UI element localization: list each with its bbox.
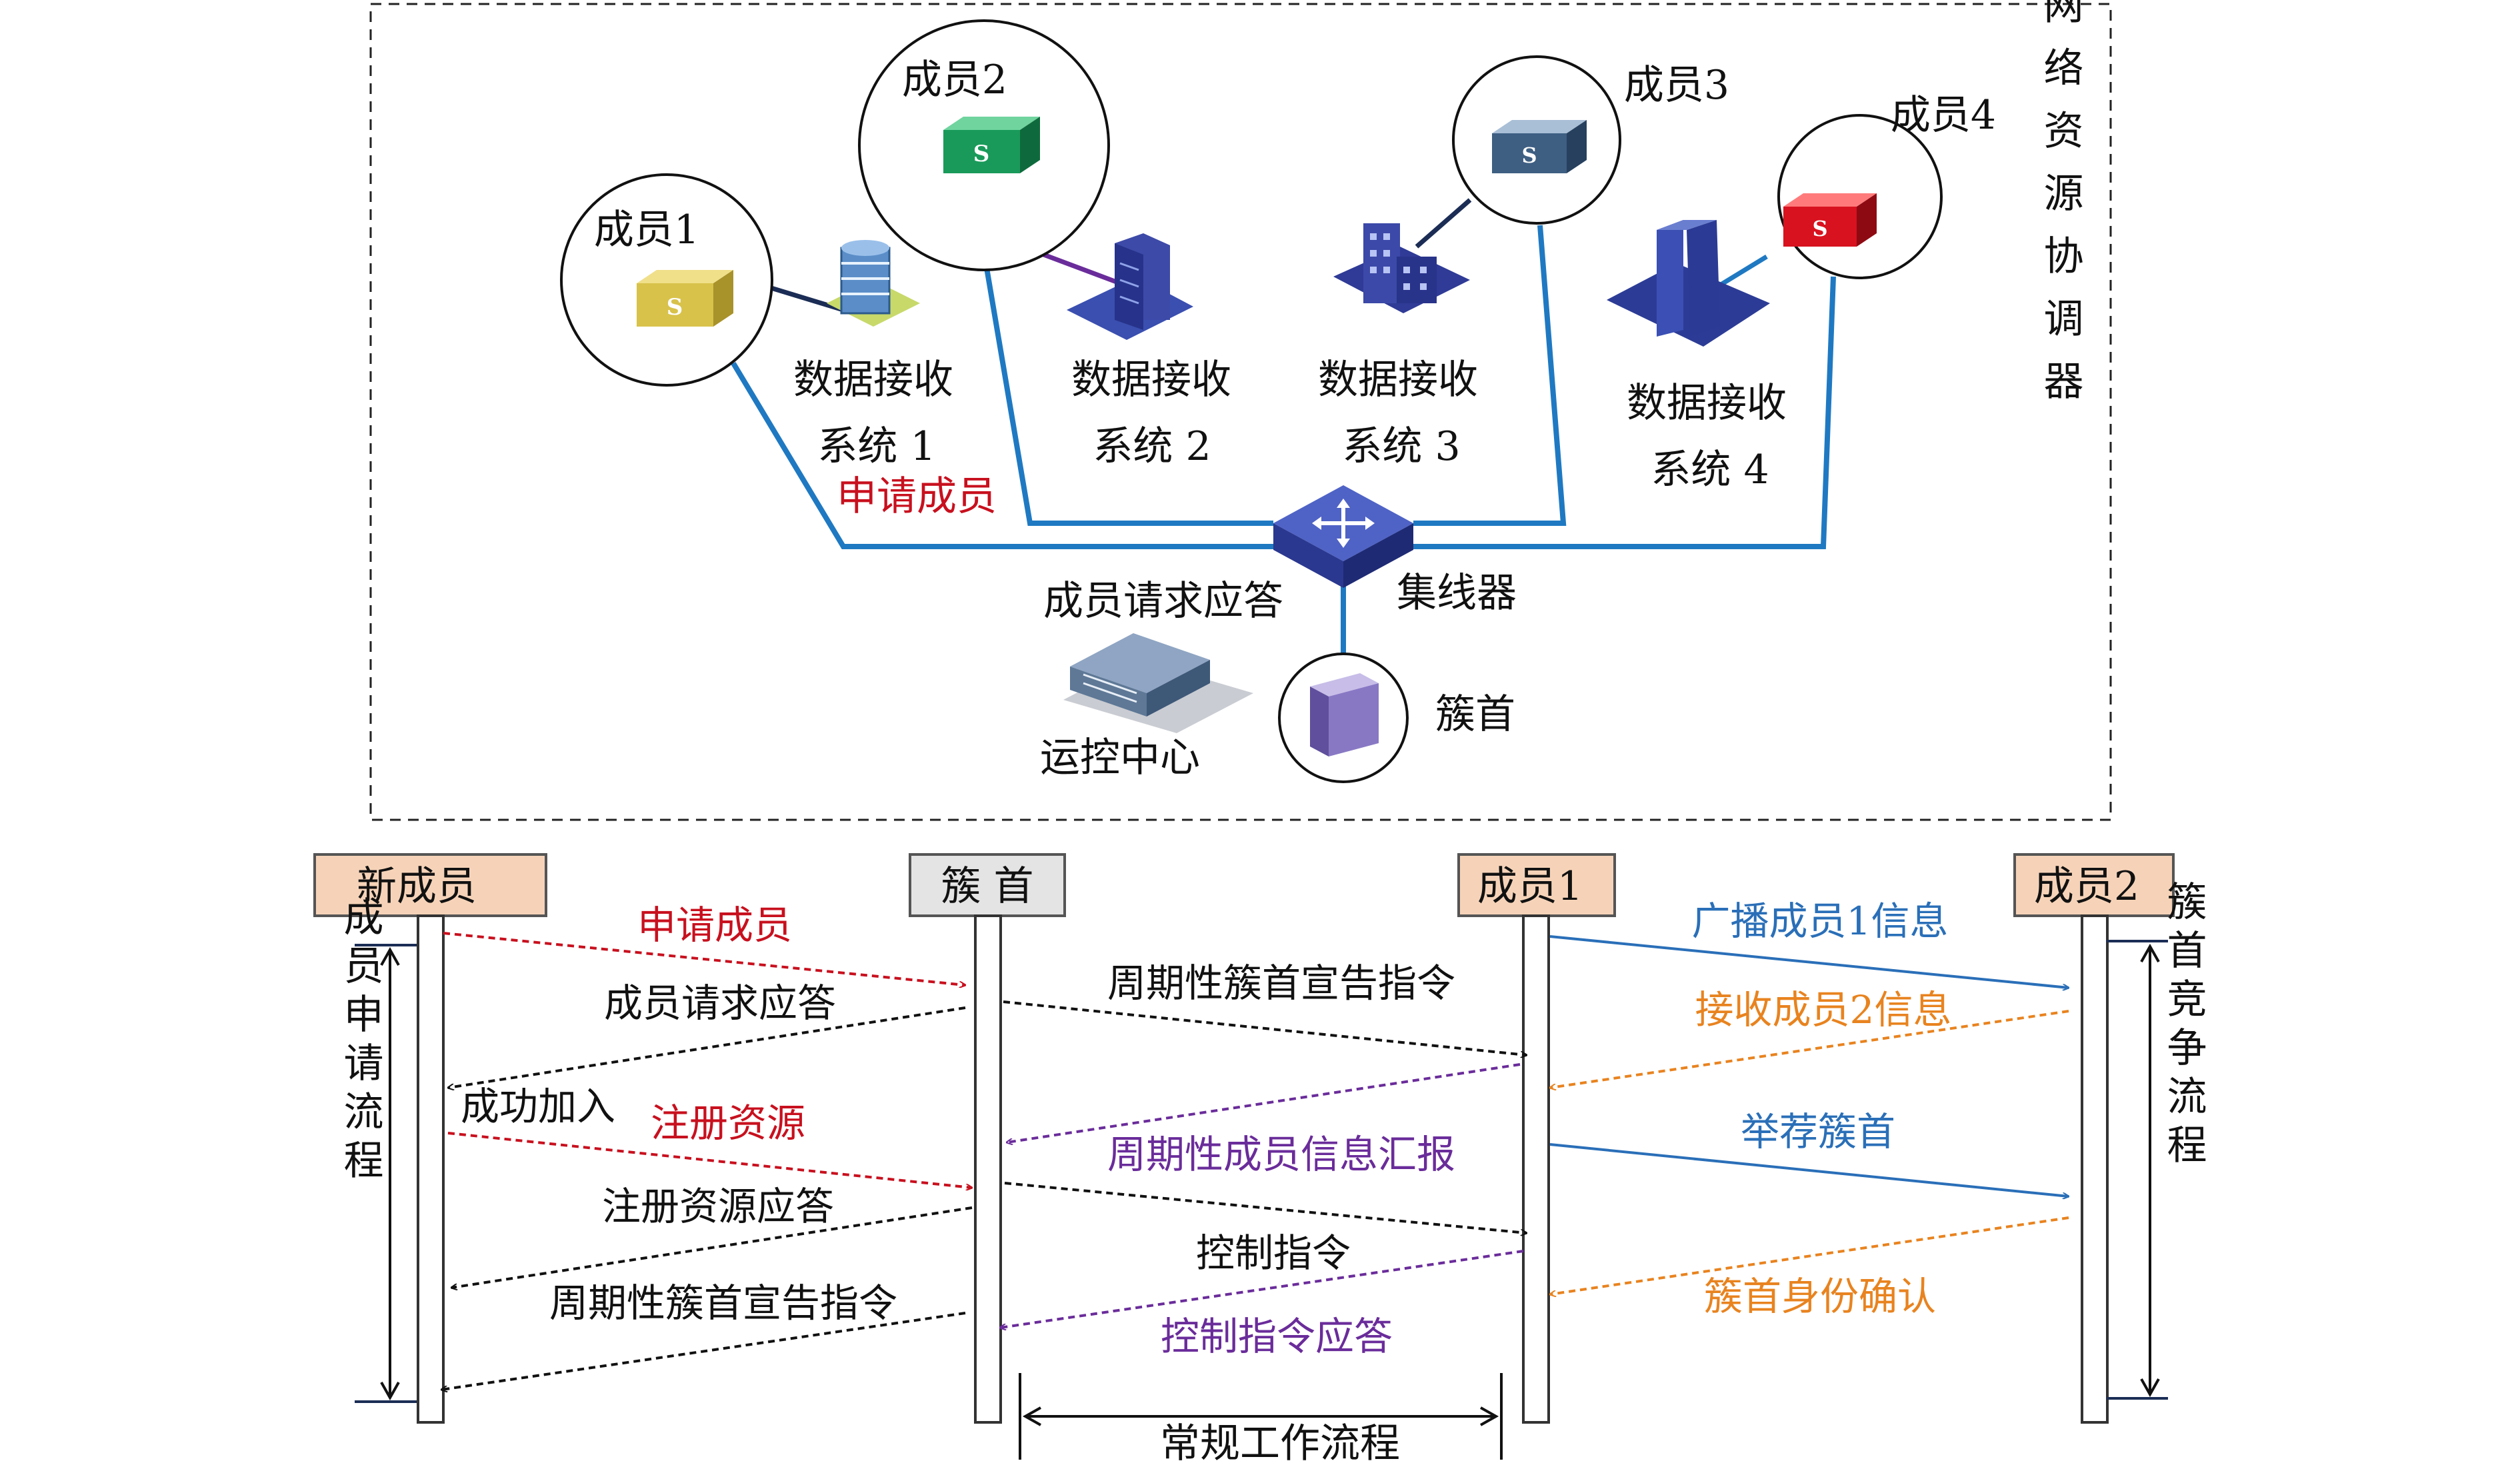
- msg-label-apply-member: 申请成员: [637, 902, 792, 948]
- system-2-line2: 系统 2: [1093, 423, 1211, 470]
- msg-label-announce-to-member1: 周期性簇首宣告指令: [1107, 960, 1455, 1006]
- member-node-2: S 成员2: [858, 19, 1110, 271]
- msg-label-member-report: 周期性成员信息汇报: [1107, 1132, 1455, 1177]
- ops-center-label: 运控中心: [1040, 734, 1200, 781]
- coordinator-boundary: [369, 3, 2112, 821]
- apply-member-label: 申请成员: [837, 473, 997, 520]
- msg-line-recommend-head: [1549, 1143, 2069, 1196]
- member-1-label: 成员1: [594, 207, 699, 253]
- msg-line-announce-to-new: [441, 1312, 966, 1390]
- phase-label-competition: 簇首竞争流程: [2160, 880, 2207, 1172]
- participant-cluster-head: 簇 首: [909, 853, 1066, 917]
- participant-new-member: 新成员: [313, 853, 547, 917]
- office-block-icon: [1333, 223, 1470, 313]
- phase-label-application: 成员申请流程: [337, 896, 383, 1188]
- coordinator-label: 网络资源协调器: [2037, 0, 2083, 423]
- msg-label-register-resource: 注册资源: [651, 1100, 805, 1146]
- hub-label: 集线器: [1397, 570, 1517, 617]
- msg-line-control-response: [1000, 1250, 1524, 1328]
- msg-line-control-command: [1004, 1182, 1527, 1233]
- building-icon: [827, 240, 920, 327]
- member-node-4: S 成员4: [1777, 92, 1996, 279]
- member-4-label: 成员4: [1891, 92, 1996, 139]
- system-2-line1: 数据接收: [1071, 357, 1231, 403]
- svg-text:S: S: [667, 294, 683, 321]
- participant-member-2: 成员2: [2013, 853, 2175, 917]
- switch-icon: S: [943, 117, 1040, 173]
- link-member1-system1: [765, 284, 845, 313]
- msg-label-request-response: 成员请求应答: [604, 980, 836, 1026]
- cluster-head-label: 簇首: [1435, 691, 1515, 738]
- msg-label-recommend-head: 举荐簇首: [1741, 1109, 1895, 1154]
- msg-label-receive-member2: 接收成员2信息: [1695, 987, 1952, 1032]
- msg-line-receive-member2: [1550, 1010, 2069, 1088]
- msg-label-control-response: 控制指令应答: [1161, 1314, 1393, 1359]
- system-4-line1: 数据接收: [1627, 380, 1787, 427]
- msg-line-broadcast-member1: [1549, 935, 2069, 988]
- svg-text:S: S: [973, 141, 990, 167]
- msg-line-member-report: [1007, 1063, 1521, 1142]
- member-2-label: 成员2: [902, 57, 1007, 103]
- msg-line-announce-to-member1: [1003, 1000, 1527, 1055]
- msg-line-apply-member: [443, 932, 965, 985]
- phase-label-normal-work: 常规工作流程: [1160, 1420, 1400, 1467]
- link-member3-system3: [1415, 198, 1472, 249]
- msg-label-confirm-head: 簇首身份确认: [1704, 1274, 1936, 1319]
- system-4-line2: 系统 4: [1651, 447, 1769, 493]
- link-member2-system2: [1039, 251, 1121, 286]
- lifeline-new-member: [417, 914, 445, 1424]
- svg-text:成员1: 成员1: [1477, 863, 1583, 910]
- system-3-line1: 数据接收: [1318, 357, 1478, 403]
- msg-label-control-command: 控制指令: [1196, 1230, 1351, 1276]
- system-3-line2: 系统 3: [1342, 423, 1460, 470]
- hub-icon: [1273, 485, 1413, 588]
- switch-icon: S: [1783, 193, 1877, 247]
- lifeline-member-1: [1522, 914, 1550, 1424]
- cable-network: [731, 225, 1836, 655]
- phase-bracket-normal-work: [1019, 1373, 1503, 1460]
- msg-label-join-success: 成功加入: [461, 1084, 615, 1129]
- system-1-line1: 数据接收: [793, 357, 953, 403]
- msg-line-request-response: [448, 1006, 966, 1088]
- msg-label-broadcast-member1: 广播成员1信息: [1692, 898, 1949, 944]
- switch-icon: S: [637, 270, 733, 327]
- msg-line-register-response: [451, 1206, 973, 1288]
- member-node-1: S 成员1: [560, 173, 773, 387]
- phase-bracket-competition: [2107, 940, 2168, 1400]
- cluster-head-node: [1278, 653, 1409, 783]
- msg-line-register-resource: [447, 1132, 972, 1188]
- lifeline-member-2: [2081, 914, 2109, 1424]
- svg-text:S: S: [1812, 216, 1827, 241]
- twin-tower-icon: [1607, 220, 1770, 347]
- msg-label-register-response: 注册资源应答: [602, 1184, 834, 1229]
- msg-line-confirm-head: [1550, 1216, 2069, 1294]
- server-icon: [1310, 673, 1379, 756]
- operations-center-icon: [1063, 633, 1253, 733]
- svg-text:成员2: 成员2: [2034, 863, 2139, 910]
- member-node-3: S 成员3: [1452, 55, 1729, 225]
- msg-label-announce-to-new: 周期性簇首宣告指令: [549, 1280, 897, 1326]
- switch-icon: S: [1492, 120, 1587, 173]
- svg-text:新成员: 新成员: [357, 863, 477, 910]
- system-1-line2: 系统 1: [817, 423, 935, 470]
- participant-member-1: 成员1: [1457, 853, 1616, 917]
- member-3-label: 成员3: [1624, 62, 1729, 109]
- svg-text:簇 首: 簇 首: [941, 863, 1033, 910]
- lifeline-cluster-head: [974, 914, 1002, 1424]
- tower-icon: [1067, 233, 1193, 340]
- member-request-response-label: 成员请求应答: [1043, 578, 1283, 625]
- svg-text:S: S: [1521, 143, 1537, 168]
- svg-text:网络资源协调器: 网络资源协调器: [2037, 0, 2083, 423]
- phase-bracket-application: [355, 944, 417, 1403]
